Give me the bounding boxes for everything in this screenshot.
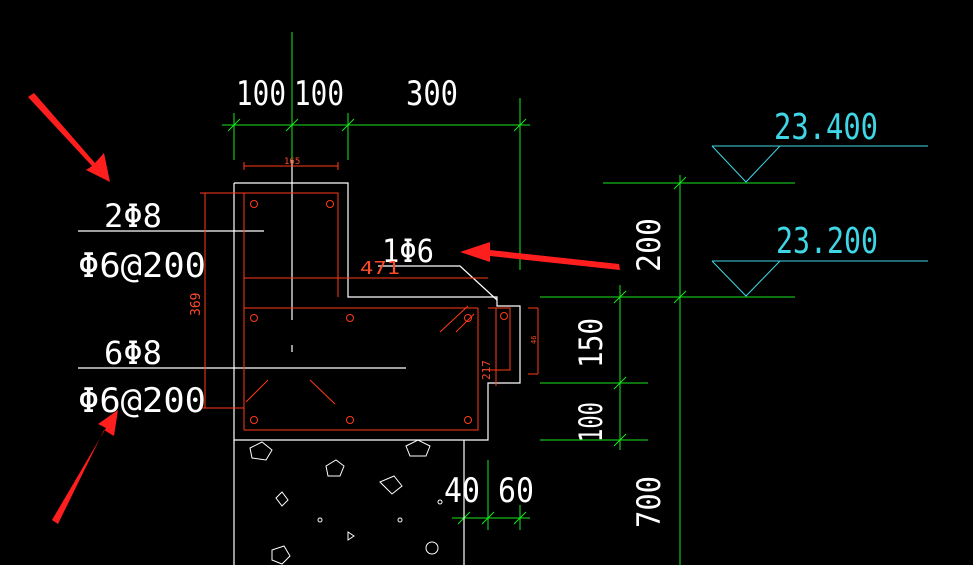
label-single-bar: 1Φ6 <box>382 232 434 270</box>
inner-dim-46: 46 <box>530 336 538 344</box>
arrow-lower-left <box>52 410 118 524</box>
dim-right-700: 700 <box>630 476 668 528</box>
dim-bottom-60: 60 <box>498 471 534 511</box>
label-upper-main-bars: 2Φ8 <box>104 197 162 235</box>
dim-bottom-40: 40 <box>444 471 480 511</box>
dim-right-150: 150 <box>572 318 610 368</box>
concrete-hatch <box>249 439 443 565</box>
dim-right-200: 200 <box>630 218 668 272</box>
inner-dim-471: 471 <box>360 258 400 279</box>
arrow-upper-left <box>28 93 110 182</box>
dim-right-100: 100 <box>572 402 610 442</box>
inner-dim-217: 217 <box>480 360 493 380</box>
inner-dim-165: 165 <box>284 157 300 167</box>
dim-top-100-b: 100 <box>294 74 344 114</box>
section-outline <box>78 160 521 565</box>
label-lower-main-bars: 6Φ8 <box>104 334 162 372</box>
rebar-layout <box>200 162 539 431</box>
inner-dim-369: 369 <box>189 293 204 316</box>
elevation-upper: 23.400 <box>774 107 878 148</box>
dim-top-100-a: 100 <box>236 74 286 114</box>
label-upper-stirrup: Φ6@200 <box>78 246 206 286</box>
dim-top-300: 300 <box>406 74 458 114</box>
annotation-arrows <box>28 93 620 524</box>
arrow-right <box>460 242 620 270</box>
elevation-marks <box>711 145 928 297</box>
label-lower-stirrup: Φ6@200 <box>78 381 206 421</box>
elevation-lower: 23.200 <box>776 221 878 262</box>
